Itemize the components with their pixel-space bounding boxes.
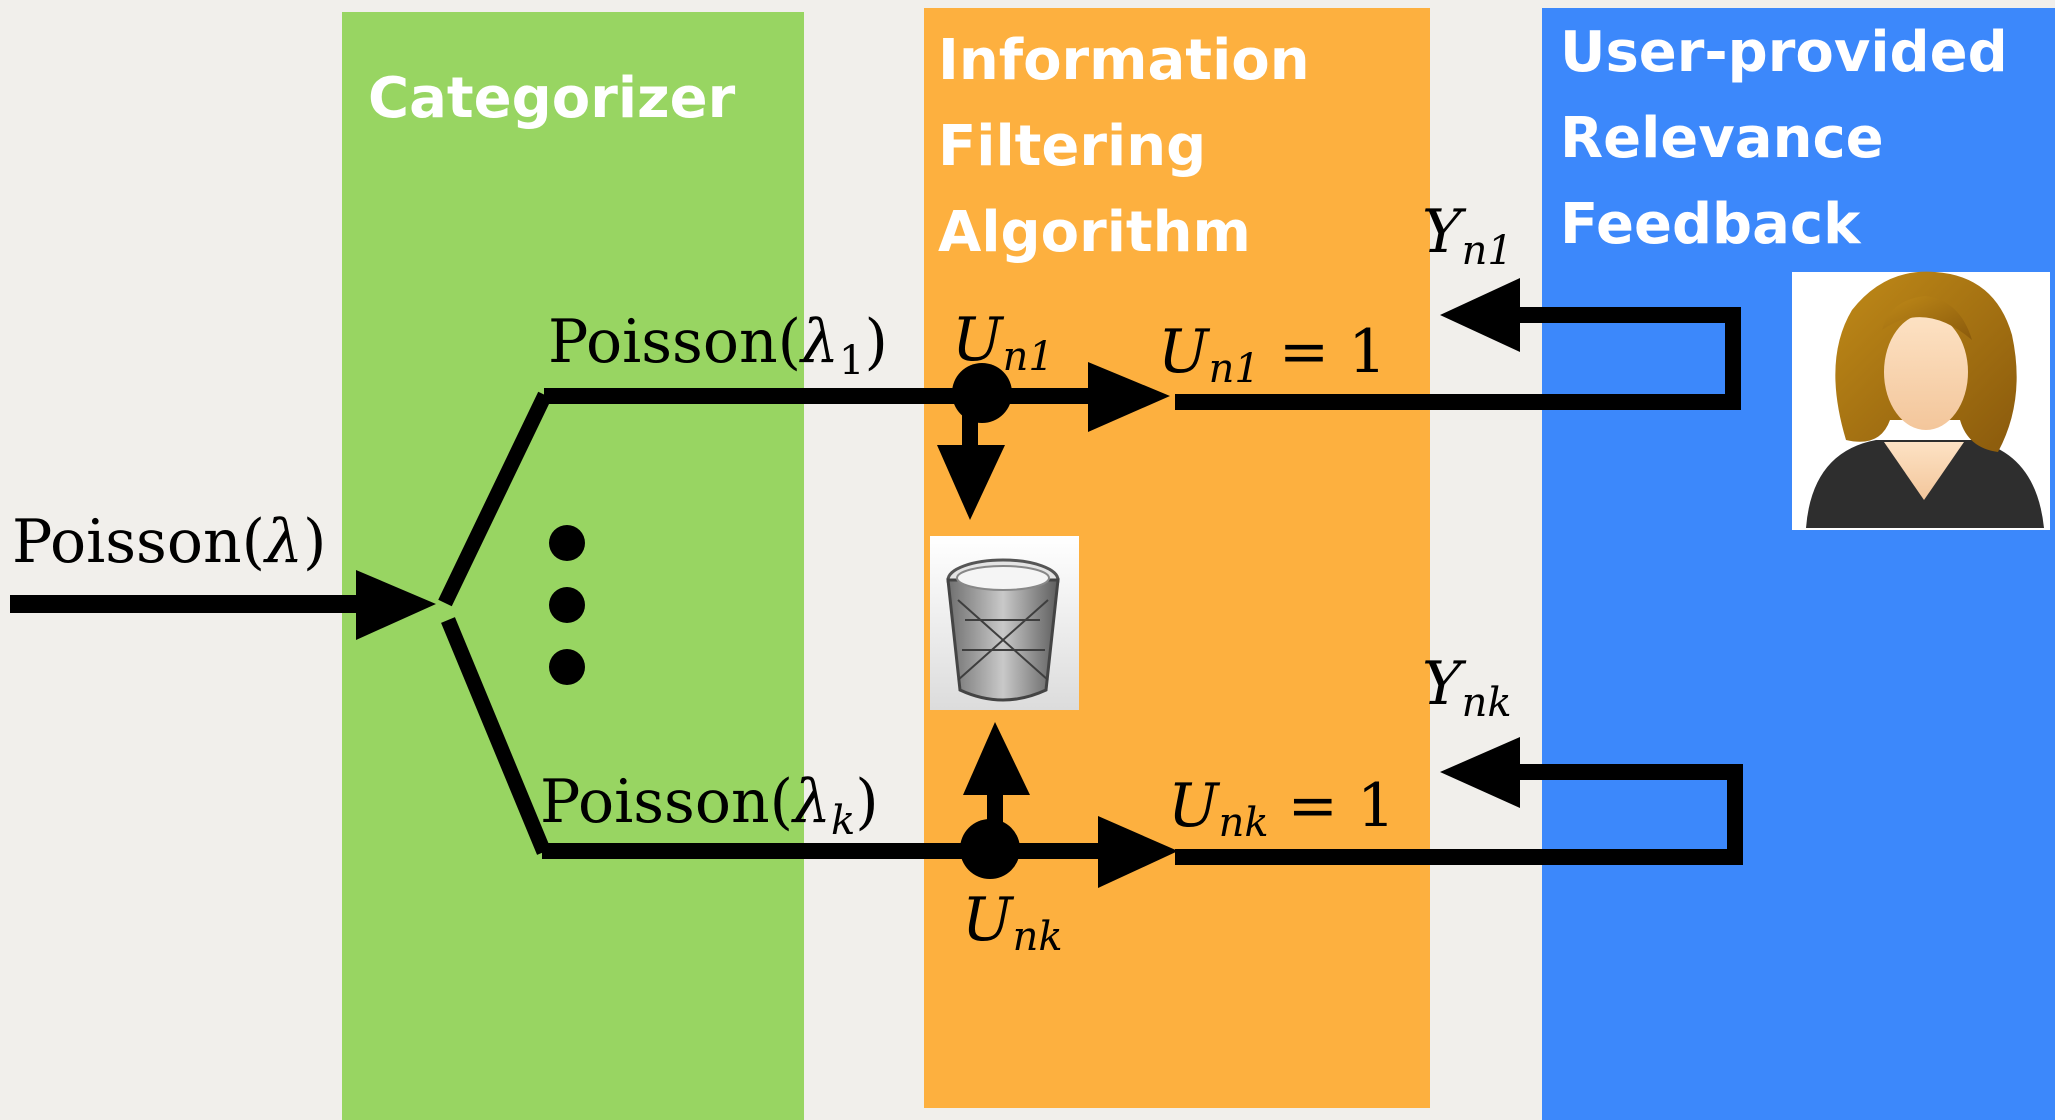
feedback-title-line-3: Feedback (1560, 192, 1861, 257)
u-n1-label: Un1 (952, 305, 1054, 380)
trash-can-icon (930, 536, 1079, 710)
filtering-title-line-1: Information (938, 28, 1310, 93)
feedback-title-line-1: User-provided (1560, 20, 2008, 85)
categorizer-panel: Categorizer (342, 12, 804, 1120)
top-feedback-loop (1175, 278, 1741, 410)
categorizer-title: Categorizer (368, 66, 736, 131)
y-n1-label: Yn1 (1422, 197, 1513, 274)
bottom-branch (542, 722, 1178, 888)
branch-1-rate-label: Poisson(λ1) (548, 307, 888, 384)
bottom-feedback-loop (1175, 737, 1743, 865)
user-avatar-icon (1792, 271, 2050, 530)
split-lines (438, 391, 552, 855)
filtering-title-line-3: Algorithm (938, 200, 1251, 265)
branch-k-rate-label: Poisson(λk) (540, 767, 879, 844)
feedback-title-line-2: Relevance (1560, 106, 1884, 171)
ellipsis-dots (549, 525, 585, 685)
input-arrow (10, 570, 436, 640)
u-n1-equals-label: Un1 = 1 (1158, 317, 1386, 392)
u-nk-equals-label: Unk = 1 (1168, 771, 1395, 846)
input-rate-label: Poisson(λ) (12, 507, 326, 577)
u-nk-label: Unk (962, 885, 1063, 960)
y-nk-label: Ynk (1422, 649, 1512, 726)
filtering-title-line-2: Filtering (938, 114, 1207, 179)
top-branch (544, 362, 1170, 520)
feedback-panel: User-provided Relevance Feedback (1542, 8, 2055, 1120)
